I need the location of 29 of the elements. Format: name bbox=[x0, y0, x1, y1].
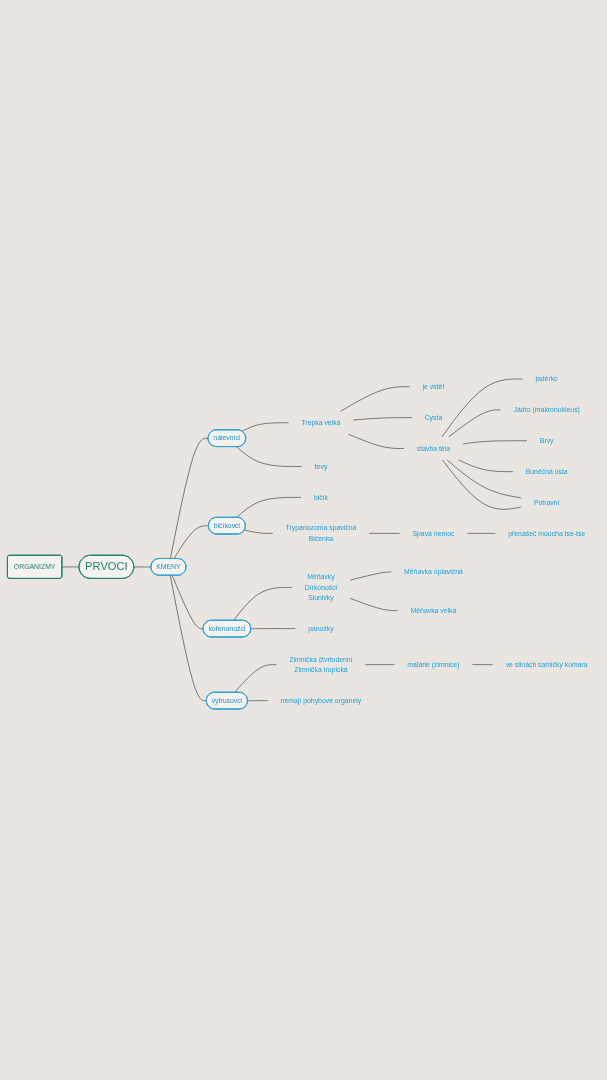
connector bbox=[250, 628, 296, 630]
connector bbox=[462, 440, 527, 445]
connector bbox=[466, 533, 496, 534]
connector bbox=[61, 566, 80, 568]
connector bbox=[246, 700, 268, 702]
connector bbox=[352, 417, 412, 421]
connector bbox=[243, 529, 273, 534]
connector bbox=[441, 378, 523, 438]
connector bbox=[232, 587, 292, 621]
connector bbox=[241, 422, 289, 432]
connector bbox=[364, 664, 395, 666]
connector bbox=[458, 459, 513, 473]
connector bbox=[349, 598, 398, 612]
connector bbox=[349, 571, 392, 581]
connector bbox=[347, 434, 404, 449]
connector bbox=[446, 459, 521, 499]
connector bbox=[441, 459, 521, 510]
connector bbox=[471, 664, 493, 666]
connector bbox=[235, 497, 301, 518]
connector bbox=[171, 575, 204, 630]
connector bbox=[173, 525, 209, 560]
connector bbox=[169, 575, 207, 702]
connector bbox=[235, 446, 302, 467]
connector bbox=[368, 533, 400, 534]
connector bbox=[339, 386, 410, 412]
connector bbox=[133, 566, 151, 568]
connector bbox=[447, 409, 501, 438]
connector bbox=[233, 664, 277, 693]
connector bbox=[169, 438, 209, 560]
